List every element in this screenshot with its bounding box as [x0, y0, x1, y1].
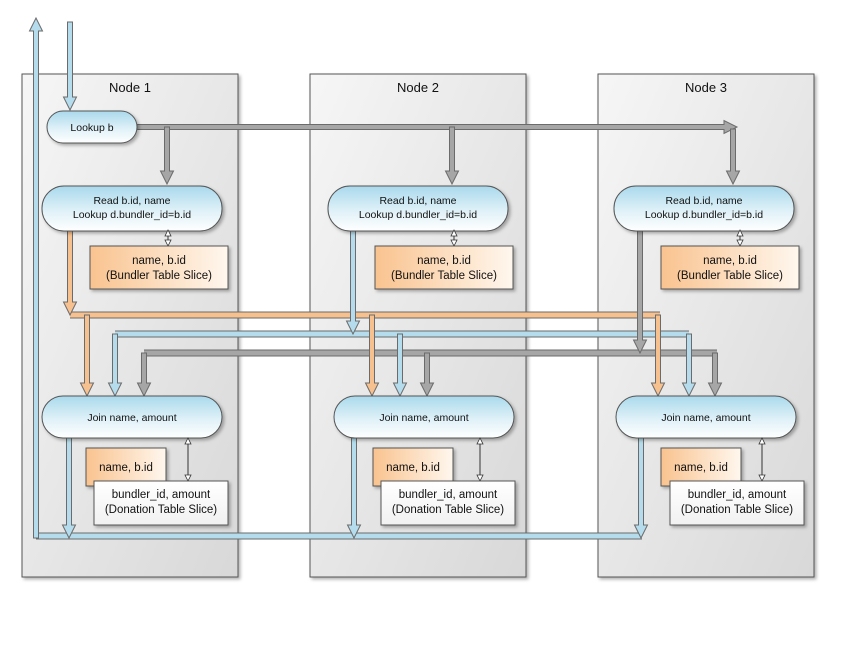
join-slice-link-node2-head-up	[476, 437, 484, 445]
join-slice-link-node3-head-up	[758, 437, 766, 445]
input-arrow	[62, 21, 78, 112]
donation-slice-node2	[380, 480, 516, 526]
join-to-return-node1	[61, 437, 77, 540]
bundler-slice-line2-node1: (Bundler Table Slice)	[106, 270, 212, 282]
read-label-line1-node3: Read b.id, name	[665, 195, 742, 207]
read-pill-node3	[613, 185, 795, 232]
read-slice-link-node1-head-up	[164, 229, 172, 237]
lookup-to-read-node2	[444, 126, 460, 186]
donation-slice-line2-node2: (Donation Table Slice)	[392, 504, 504, 516]
join-slice-link-node2-head-down	[476, 474, 484, 482]
join-to-return-node2	[346, 437, 362, 540]
read-label-line2-node3: Lookup d.bundler_id=b.id	[645, 209, 763, 221]
gray-drop-node3	[707, 352, 723, 398]
lookup-b-pill	[46, 110, 138, 144]
lookup-b-label: Lookup b	[70, 122, 113, 134]
donation-slice-line2-node3: (Donation Table Slice)	[681, 504, 793, 516]
bundler-slice-line2-node3: (Bundler Table Slice)	[677, 270, 783, 282]
read-to-blue-bus-node2	[345, 229, 361, 336]
read-label-line1-node1: Read b.id, name	[93, 195, 170, 207]
read-label-line1-node2: Read b.id, name	[379, 195, 456, 207]
read-slice-link-node3-head-down	[736, 239, 744, 247]
join-label-node3: Join name, amount	[661, 412, 750, 424]
name-bid-label-node3: name, b.id	[674, 462, 728, 474]
bundler-slice-line1-node3: name, b.id	[703, 255, 757, 267]
bundler-slice-node3	[660, 245, 800, 290]
read-label-line2-node1: Lookup d.bundler_id=b.id	[73, 209, 191, 221]
node-title-2: Node 2	[397, 80, 439, 95]
blue-drop-node2	[392, 333, 408, 398]
join-slice-link-node3	[758, 437, 766, 482]
gray-drop-node2	[419, 352, 435, 398]
donation-slice-node3	[669, 480, 805, 526]
join-slice-link-node1	[184, 437, 192, 482]
donation-slice-line1-node2: bundler_id, amount	[399, 489, 498, 501]
lookup-to-read-node3	[725, 128, 741, 186]
output-arrow-up	[28, 16, 44, 539]
bundler-slice-line2-node2: (Bundler Table Slice)	[391, 270, 497, 282]
name-bid-label-node1: name, b.id	[99, 462, 153, 474]
join-slice-link-node2	[476, 437, 484, 482]
orange-drop-node3	[650, 314, 666, 398]
donation-slice-line1-node1: bundler_id, amount	[112, 489, 211, 501]
name-bid-box-node3	[660, 447, 742, 487]
read-slice-link-node1-head-down	[164, 239, 172, 247]
blue-drop-node1	[107, 333, 123, 398]
join-slice-link-node1-head-up	[184, 437, 192, 445]
bundler-slice-node1	[89, 245, 229, 290]
read-slice-link-node2-head-down	[450, 239, 458, 247]
orange-drop-node2	[364, 314, 380, 398]
donation-slice-line2-node1: (Donation Table Slice)	[105, 504, 217, 516]
name-bid-box-node1	[85, 447, 167, 487]
gray-drop-node1	[136, 352, 152, 398]
name-bid-label-node2: name, b.id	[386, 462, 440, 474]
blue-drop-node3	[681, 333, 697, 398]
read-slice-link-node3	[736, 229, 744, 247]
read-slice-link-node2	[450, 229, 458, 247]
read-pill-node1	[41, 185, 223, 232]
bundler-slice-line1-node1: name, b.id	[132, 255, 186, 267]
bundler-slice-node2	[374, 245, 514, 290]
node-title-3: Node 3	[685, 80, 727, 95]
lookup-to-read-node1	[159, 126, 175, 186]
join-label-node1: Join name, amount	[87, 412, 176, 424]
read-pill-node2	[327, 185, 509, 232]
read-slice-link-node2-head-up	[450, 229, 458, 237]
read-label-line2-node2: Lookup d.bundler_id=b.id	[359, 209, 477, 221]
bundler-slice-line1-node2: name, b.id	[417, 255, 471, 267]
join-pill-node3	[615, 395, 797, 439]
read-slice-link-node1	[164, 229, 172, 247]
read-to-gray-bus-node3	[632, 229, 648, 355]
join-pill-node1	[41, 395, 223, 439]
join-pill-node2	[333, 395, 515, 439]
orange-drop-node1	[79, 314, 95, 398]
lookup-broadcast-arrow	[136, 119, 739, 135]
name-bid-box-node2	[372, 447, 454, 487]
join-label-node2: Join name, amount	[379, 412, 468, 424]
donation-slice-node1	[93, 480, 229, 526]
node-title-1: Node 1	[109, 80, 151, 95]
read-slice-link-node3-head-up	[736, 229, 744, 237]
donation-slice-line1-node3: bundler_id, amount	[688, 489, 787, 501]
join-to-return-node3	[633, 437, 649, 540]
join-slice-link-node1-head-down	[184, 474, 192, 482]
join-slice-link-node3-head-down	[758, 474, 766, 482]
read-to-orange-bus-node1	[62, 229, 78, 317]
